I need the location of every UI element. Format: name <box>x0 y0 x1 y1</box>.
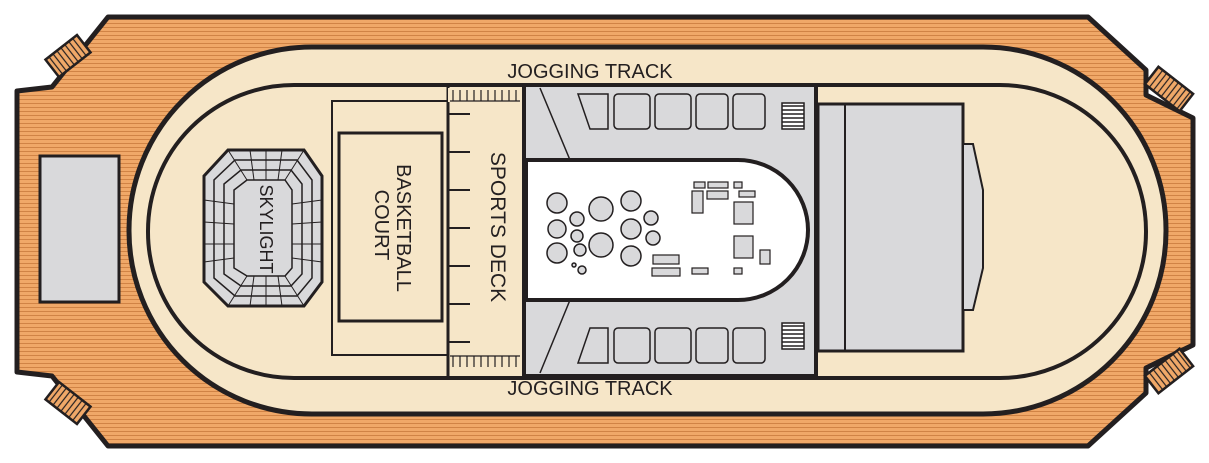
tables-and-chairs <box>546 190 661 275</box>
jogging-track-label-top: JOGGING TRACK <box>507 61 673 83</box>
jogging-track-label-bottom: JOGGING TRACK <box>507 378 673 400</box>
stairs-bottom-left <box>43 380 93 426</box>
pool-lounge-area <box>524 158 811 302</box>
left-deck-structure <box>38 154 121 304</box>
vent-top <box>781 102 805 130</box>
basketball-court-label-line1: BASKETBALL <box>392 164 414 292</box>
sports-deck-strip: SPORTS DECK <box>446 86 520 376</box>
stairs-top-right <box>1143 65 1195 113</box>
right-structure <box>816 102 984 353</box>
basketball-court-label-line2: COURT <box>370 190 392 261</box>
lounge-furniture <box>651 181 771 277</box>
skylight: SKYLIGHT <box>202 148 324 308</box>
stairs-bottom-right <box>1143 347 1195 395</box>
vent-bottom <box>781 322 805 350</box>
center-structure <box>522 83 818 378</box>
basketball-court: BASKETBALL COURT <box>331 100 449 356</box>
sports-deck-label: SPORTS DECK <box>486 152 509 302</box>
stairs-top-left <box>43 33 93 79</box>
skylight-label: SKYLIGHT <box>256 184 276 273</box>
